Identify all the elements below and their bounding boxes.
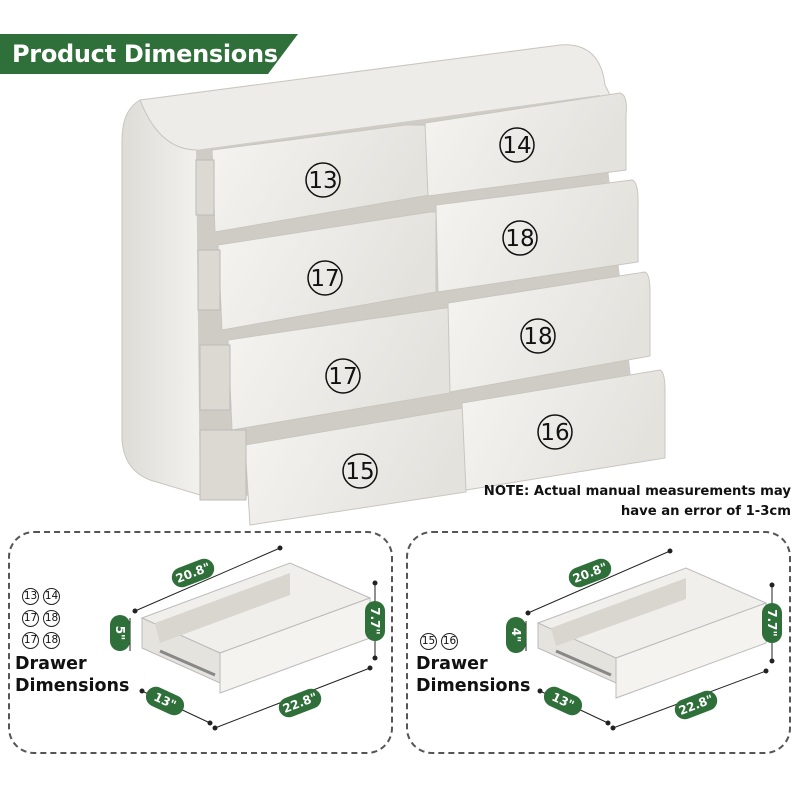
height-back-label: 7.7" xyxy=(368,607,382,635)
drawer-number-badge: 17 xyxy=(307,260,343,296)
drawer-17a[interactable] xyxy=(197,211,437,331)
height-front-label: 5" xyxy=(113,626,127,641)
drawer-number: 17 xyxy=(22,610,39,627)
drawer-number-text: 15 xyxy=(345,459,374,485)
drawer-number-text: 17 xyxy=(310,266,339,292)
drawer-number-badge: 14 xyxy=(499,127,535,163)
drawer-number-badge: 16 xyxy=(537,414,573,450)
drawer-number: 18 xyxy=(43,632,60,649)
drawer-number-badge: 13 xyxy=(305,162,341,198)
drawer-15[interactable] xyxy=(199,407,467,526)
note-line-2: have an error of 1-3cm xyxy=(620,504,791,519)
drawer-number: 17 xyxy=(22,632,39,649)
drawer-dimensions-title-left: Drawer Dimensions xyxy=(15,653,129,697)
title-line-1: Drawer xyxy=(416,654,488,674)
banner-title: Product Dimensions xyxy=(12,40,278,68)
drawer-18b[interactable] xyxy=(447,271,651,393)
drawer-number-badge: 17 xyxy=(325,358,361,394)
drawer-number: 18 xyxy=(43,610,60,627)
title-line-1: Drawer xyxy=(15,654,87,674)
drawer-17b[interactable] xyxy=(199,307,451,431)
dresser-illustration: 13 14 17 18 17 18 15 16 xyxy=(121,44,666,526)
drawer-dimensions-title-right: Drawer Dimensions xyxy=(416,653,530,697)
drawer-number-badge: 18 xyxy=(520,318,556,354)
height-back-label: 7.7" xyxy=(765,609,779,637)
height-front-label: 4" xyxy=(509,628,523,643)
title-line-2: Dimensions xyxy=(15,676,130,696)
drawer-number-text: 18 xyxy=(505,226,534,252)
drawer-14[interactable] xyxy=(424,92,627,197)
drawer-diagram-right: 20.8" 7.7" 4" 13" 22.8" xyxy=(506,548,782,731)
drawer-16[interactable] xyxy=(461,369,666,491)
banner-shape xyxy=(0,34,298,74)
drawer-number-badge: 18 xyxy=(502,220,538,256)
title-line-2: Dimensions xyxy=(416,676,531,696)
product-dimensions-banner: Product Dimensions xyxy=(0,34,298,74)
drawer-number-text: 17 xyxy=(328,364,357,390)
drawer-number: 13 xyxy=(22,588,39,605)
note-line-1: NOTE: Actual manual measurements may xyxy=(483,484,791,499)
drawer-number-text: 14 xyxy=(502,133,531,159)
drawer-number-text: 16 xyxy=(540,420,569,446)
drawer-number-text: 13 xyxy=(308,168,337,194)
drawer-number-text: 18 xyxy=(523,324,552,350)
drawer-number-badge: 15 xyxy=(342,453,378,489)
drawer-number: 15 xyxy=(420,633,437,650)
drawer-number: 14 xyxy=(43,588,60,605)
drawer-number: 16 xyxy=(441,633,458,650)
measurement-note: NOTE: Actual manual measurements may hav… xyxy=(431,482,791,522)
dresser-side xyxy=(121,99,201,496)
drawer-diagram-left: 20.8" 7.7" 5" 13" 22.8" xyxy=(110,545,385,731)
